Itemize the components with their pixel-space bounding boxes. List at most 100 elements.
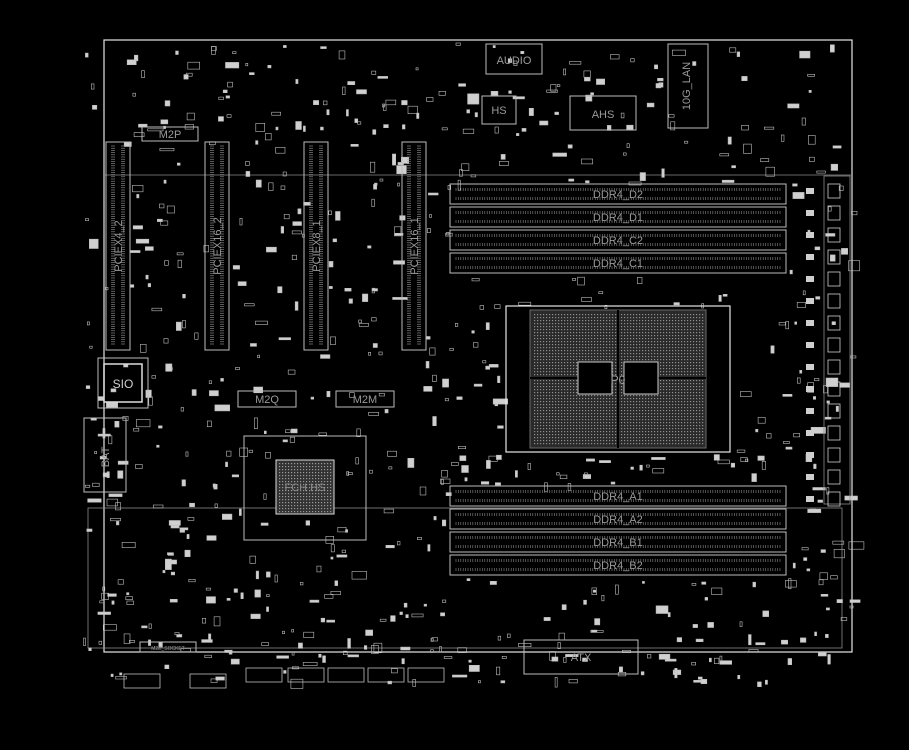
- component-pad: [469, 665, 479, 671]
- component-pad: [631, 467, 634, 469]
- component-pad: [665, 659, 676, 661]
- cpu-pin: [573, 431, 574, 432]
- cpu-pin: [537, 392, 538, 393]
- cpu-pin: [597, 407, 598, 408]
- component-pad: [346, 110, 348, 116]
- cpu-pin: [573, 347, 574, 348]
- cpu-pin: [570, 443, 571, 444]
- cpu-pin: [558, 428, 559, 429]
- cpu-pin: [612, 437, 613, 438]
- cpu-pin: [579, 317, 580, 318]
- cpu-pin: [624, 341, 625, 342]
- cpu-pin: [597, 401, 598, 402]
- cpu-pin: [558, 407, 559, 408]
- cpu-pin: [597, 410, 598, 411]
- cpu-pin: [561, 386, 562, 387]
- cpu-pin: [573, 398, 574, 399]
- cpu-pin: [549, 392, 550, 393]
- component-pad: [378, 76, 388, 78]
- cpu-pin: [546, 413, 547, 414]
- cpu-pin: [546, 323, 547, 324]
- component-pad: [386, 100, 396, 105]
- component-pad: [815, 632, 817, 636]
- component-pad: [85, 53, 88, 57]
- cpu-pin: [606, 443, 607, 444]
- cpu-pin: [600, 425, 601, 426]
- cpu-pin: [546, 401, 547, 402]
- cpu-pin: [603, 332, 604, 333]
- cpu-pin: [564, 422, 565, 423]
- cpu-pin: [612, 428, 613, 429]
- cpu-pin: [534, 413, 535, 414]
- cpu-pin: [615, 413, 616, 414]
- component-pad: [599, 461, 610, 463]
- component-pad: [288, 370, 295, 374]
- cpu-pin: [558, 404, 559, 405]
- component-pad: [323, 656, 326, 663]
- cpu-pin: [606, 356, 607, 357]
- component-pad: [818, 652, 826, 656]
- cpu-pin: [585, 395, 586, 396]
- cpu-pin: [555, 401, 556, 402]
- cpu-pin: [561, 317, 562, 318]
- cpu-pin: [543, 317, 544, 318]
- cpu-pin: [567, 323, 568, 324]
- component-pad: [281, 227, 284, 234]
- component-pad: [329, 261, 333, 267]
- component-pad: [386, 545, 395, 548]
- component-pad: [258, 355, 260, 358]
- cpu-pin: [549, 431, 550, 432]
- component-pad: [675, 668, 677, 678]
- cpu-pin: [597, 437, 598, 438]
- header-connector: [368, 668, 404, 682]
- component-pad: [658, 78, 664, 81]
- component-pad: [564, 69, 566, 75]
- cpu-pin: [570, 416, 571, 417]
- component-pad: [758, 682, 762, 687]
- cpu-pin: [588, 350, 589, 351]
- cpu-pin: [585, 317, 586, 318]
- cpu-pin: [594, 398, 595, 399]
- component-pad: [693, 62, 696, 66]
- component-pad: [401, 647, 410, 650]
- cpu-pin: [540, 335, 541, 336]
- cpu-pin: [591, 404, 592, 405]
- component-pad: [722, 180, 734, 182]
- cpu-pin: [564, 392, 565, 393]
- component-pad: [460, 456, 466, 461]
- cpu-pin: [534, 344, 535, 345]
- cpu-pin: [570, 362, 571, 363]
- header-connector: [190, 674, 226, 688]
- cpu-pin: [546, 365, 547, 366]
- cpu-pin: [552, 338, 553, 339]
- cpu-pin: [603, 443, 604, 444]
- cpu-pin: [564, 413, 565, 414]
- cpu-pin: [537, 338, 538, 339]
- cpu-pin: [615, 341, 616, 342]
- cpu-pin: [567, 383, 568, 384]
- cpu-pin: [585, 425, 586, 426]
- component-pad: [450, 348, 454, 350]
- cpu-pin: [582, 437, 583, 438]
- component-pad: [348, 639, 351, 649]
- cpu-pin: [603, 314, 604, 315]
- cpu-pin: [537, 368, 538, 369]
- cpu-pin: [558, 371, 559, 372]
- cpu-pin: [549, 368, 550, 369]
- cpu-pin: [570, 353, 571, 354]
- cpu-pin: [561, 431, 562, 432]
- component-pad: [804, 558, 807, 561]
- component-pad: [348, 82, 355, 85]
- component-pad: [291, 429, 297, 433]
- component-pad: [412, 614, 423, 617]
- cpu-pin: [534, 383, 535, 384]
- component-pad: [738, 675, 740, 679]
- cpu-pin: [591, 338, 592, 339]
- cpu-pin: [594, 347, 595, 348]
- cpu-pin: [561, 392, 562, 393]
- cpu-pin: [609, 356, 610, 357]
- component-pad: [832, 322, 836, 325]
- cpu-pin: [597, 359, 598, 360]
- cpu-pin: [558, 341, 559, 342]
- cpu-pin: [576, 401, 577, 402]
